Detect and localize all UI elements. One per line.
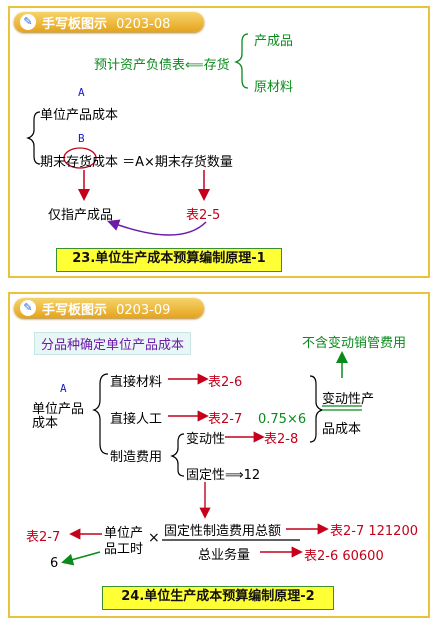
times-sign: × [148, 530, 160, 546]
ref-table-2-6: 表2-6 [208, 375, 243, 390]
pen-icon: ✎ [20, 300, 36, 316]
direct-labor: 直接人工 [110, 412, 163, 427]
fixed-label: 固定性⟹12 [186, 468, 261, 483]
handwriting-tag: ✎ 手写板图示 0203-09 [14, 298, 204, 318]
var-product-cost-line1: 变动性产 [322, 392, 375, 407]
unit-cost-label: 单位产品成本 [40, 108, 119, 123]
ref-table-2-7-121200: 表2-7 121200 [330, 524, 418, 539]
left-ref-table-2-7: 表2-7 [26, 530, 61, 545]
diagram-panel-1: ✎ 手写板图示 0203-08 产成品 预计资产负债表⟸存货 原材料 A 单位产… [8, 6, 430, 278]
fixed-total-label: 固定性制造费用总额 [164, 524, 282, 539]
diagram-panel-2: ✎ 手写板图示 0203-09 [8, 292, 430, 618]
ending-cost-formula: 期末存货成本 ＝A×期末存货数量 [40, 155, 233, 170]
raw-material-label: 原材料 [254, 80, 294, 95]
ref-table-2-7: 表2-7 [208, 412, 243, 427]
formula-top: 预计资产负债表⟸存货 [94, 58, 230, 73]
six-value: 6 [50, 556, 59, 571]
panel2-lines [61, 351, 362, 566]
tag-label: 手写板图示 0203-09 [42, 303, 171, 318]
variable-label: 变动性 [186, 432, 226, 447]
handwriting-tag: ✎ 手写板图示 0203-08 [14, 12, 204, 32]
panel1-lines [26, 33, 249, 236]
letter-a: A [78, 86, 85, 99]
direct-material: 直接材料 [110, 375, 163, 390]
var-product-cost-line2: 品成本 [322, 422, 362, 437]
pen-icon: ✎ [20, 14, 36, 30]
mfg-overhead: 制造费用 [110, 450, 163, 465]
table-ref: 表2-5 [186, 208, 221, 223]
unit-cost-line1: 单位产品 [32, 402, 85, 417]
only-product-label: 仅指产成品 [48, 208, 114, 223]
unit-hours-line1: 单位产 [104, 526, 144, 541]
letter-a: A [60, 382, 67, 395]
panel1-caption: 23.单位生产成本预算编制原理-1 [56, 248, 282, 272]
letter-b: B [78, 132, 85, 145]
multiplier: 0.75×6 [258, 412, 307, 427]
ref-table-2-6-60600: 表2-6 60600 [304, 549, 384, 564]
no-var-cost-label: 不含变动销管费用 [302, 336, 407, 351]
tag-label: 手写板图示 0203-08 [42, 17, 171, 32]
unit-cost-line2: 成本 [32, 416, 59, 431]
subtitle: 分品种确定单位产品成本 [34, 332, 192, 355]
total-volume-label: 总业务量 [198, 548, 251, 563]
ref-table-2-8: 表2-8 [264, 432, 299, 447]
product-label: 产成品 [254, 34, 294, 49]
panel2-caption: 24.单位生产成本预算编制原理-2 [102, 586, 334, 610]
unit-hours-line2: 品工时 [104, 542, 144, 557]
